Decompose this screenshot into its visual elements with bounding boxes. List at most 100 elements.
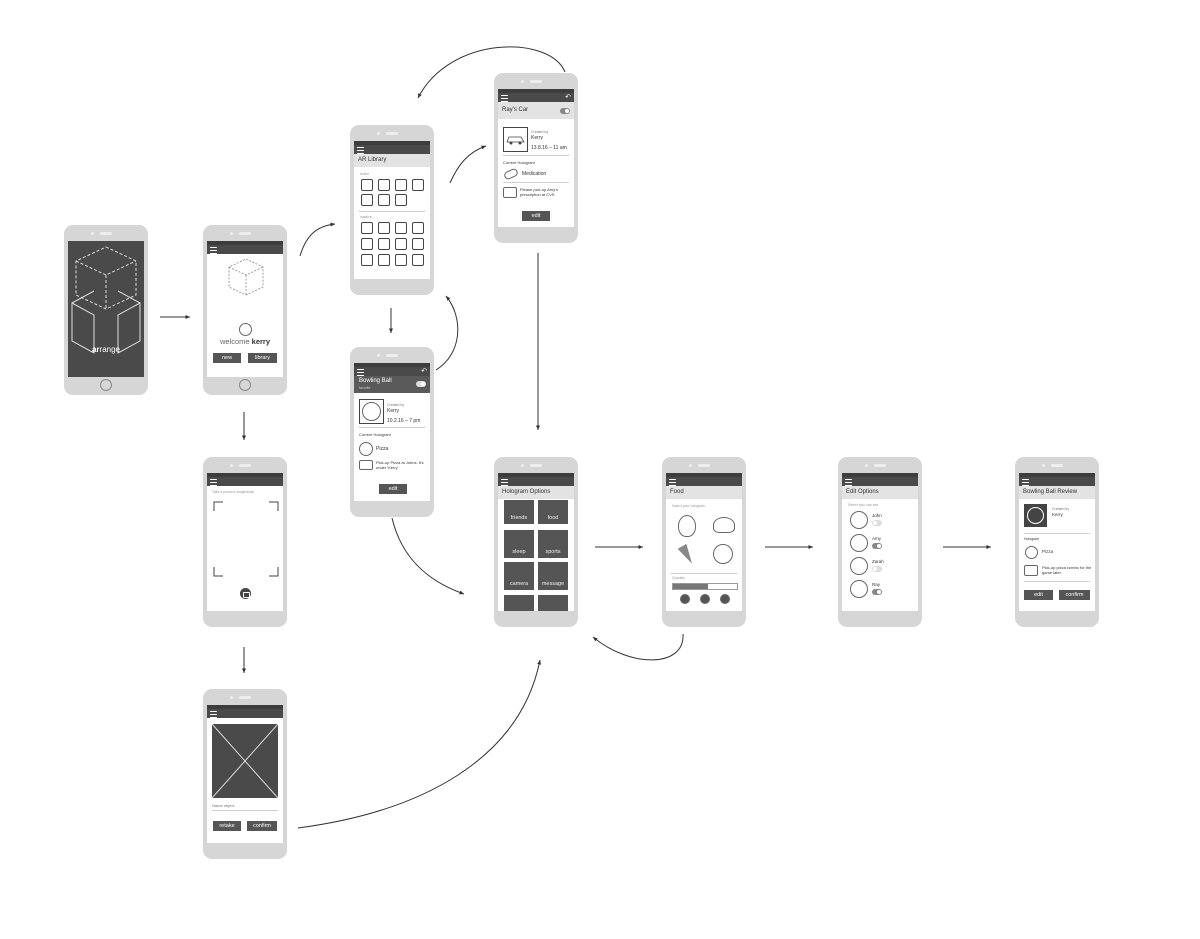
tile-food[interactable]: food [538,500,568,524]
phone-review: Bowling Ball Review Created by Kerry Hol… [1015,457,1099,627]
hologram-label: Hologram [1024,537,1040,541]
tile-friends[interactable]: friends [504,500,534,524]
active-toggle[interactable] [560,108,570,114]
menu-icon[interactable] [210,711,217,718]
umbrella-icon[interactable] [395,179,407,191]
confirm-button[interactable]: confirm [1059,590,1090,600]
page-title: Bowling Ball Review [1019,486,1095,499]
tile-sports[interactable]: sports [538,530,568,558]
current-hologram-label: Current Hologram [359,432,391,437]
tile-message[interactable]: message [538,562,568,590]
arrow-bowling-to-library [435,295,459,371]
visibility-toggle[interactable] [872,589,882,595]
car-icon [506,136,525,145]
avatar [850,511,868,529]
avatar [239,323,252,336]
ball-icon[interactable] [395,194,407,206]
hologram-message: Pick-up Pizza at Johns. It's under 'Kerr… [376,460,424,470]
hologram-message: Please pick-up Amy's prescription at CVS [520,187,558,197]
owner-name: Kerry [531,135,543,141]
menu-icon[interactable] [501,95,508,102]
menu-icon[interactable] [357,147,364,154]
toaster-icon[interactable] [395,238,407,250]
cookie-icon[interactable] [378,222,390,234]
tile-empty[interactable] [538,595,568,611]
carrot-icon[interactable] [677,543,697,567]
croissant-icon[interactable] [713,517,735,533]
quantity-label: Quantity [672,576,686,580]
menu-icon[interactable] [357,369,364,376]
car-icon[interactable] [361,179,373,191]
name-object-field[interactable]: Name object [212,803,235,808]
arrow-food-to-hologram [592,633,684,661]
clock-icon[interactable] [361,254,373,266]
edit-button[interactable]: edit [522,211,550,221]
person-name: Ray [872,582,881,587]
edit-button[interactable]: edit [379,484,407,494]
trash-icon[interactable] [412,254,424,266]
phone-bowling-ball: ↶ Bowling Ball favorite Created by Kerry… [350,347,434,517]
hologram-food: Pizza [376,446,389,452]
pill-icon [502,167,520,181]
confirm-button[interactable]: confirm [247,821,277,831]
menu-icon[interactable] [210,247,217,254]
option-dot[interactable] [700,594,710,604]
brush-icon[interactable] [412,238,424,250]
bowling-ball-icon [362,402,381,421]
option-dot[interactable] [720,594,730,604]
home-button[interactable] [239,379,251,391]
carrot-icon[interactable] [395,222,407,234]
quantity-slider[interactable] [672,583,738,590]
menu-icon[interactable] [210,479,217,486]
edit-button[interactable]: edit [1024,590,1053,600]
active-toggle[interactable] [416,381,426,387]
owner-name: Kerry [1052,512,1063,517]
jar-icon[interactable] [361,222,373,234]
page-title: Ray's Car [502,107,529,113]
tile-sleep[interactable]: sleep [504,530,534,558]
option-dot[interactable] [680,594,690,604]
bag-icon[interactable] [378,179,390,191]
viewfinder-frame [213,501,279,577]
menu-icon[interactable] [845,479,852,486]
visibility-toggle[interactable] [872,566,882,572]
pizza-icon [359,442,373,456]
splash-screen: arrange [68,241,144,377]
arrow-bowling-to-hologram [391,517,465,595]
back-icon[interactable]: ↶ [421,368,427,375]
menu-icon[interactable] [1022,479,1029,486]
new-button[interactable]: new [213,353,241,363]
person-name: John [872,513,882,518]
pizza-icon[interactable] [713,544,733,564]
page-title: Bowling Ball [359,378,392,384]
current-hologram-label: Current Hologram [503,160,535,165]
pizza-icon [1025,546,1038,559]
owner-label: Created by [387,403,405,407]
lamp-icon[interactable] [378,254,390,266]
glass-icon[interactable] [378,238,390,250]
monitor-icon[interactable] [395,254,407,266]
edit-prompt: Select who can see [848,503,879,507]
section-inactive-label: inactive [360,215,372,219]
menu-icon[interactable] [501,479,508,486]
library-button[interactable]: library [248,353,277,363]
menu-icon[interactable] [669,479,676,486]
pear-icon[interactable] [412,222,424,234]
visibility-toggle[interactable] [872,520,882,526]
molecule-icon[interactable] [361,194,373,206]
tile-empty[interactable] [504,595,534,611]
tile-camera[interactable]: camera [504,562,534,590]
home-button[interactable] [100,379,112,391]
message-icon [359,460,373,470]
back-icon[interactable]: ↶ [565,94,571,101]
wrench-icon[interactable] [412,179,424,191]
visibility-toggle[interactable] [872,543,882,549]
pear-icon[interactable] [678,515,696,537]
phone-scan: Take a product image/snap [203,457,287,627]
retake-button[interactable]: retake [213,821,241,831]
camera-shutter-button[interactable] [240,588,251,599]
owner-label: Created by [531,130,549,134]
gear-icon[interactable] [378,194,390,206]
basket-icon[interactable] [361,238,373,250]
owner-label: Created by [1052,507,1070,511]
